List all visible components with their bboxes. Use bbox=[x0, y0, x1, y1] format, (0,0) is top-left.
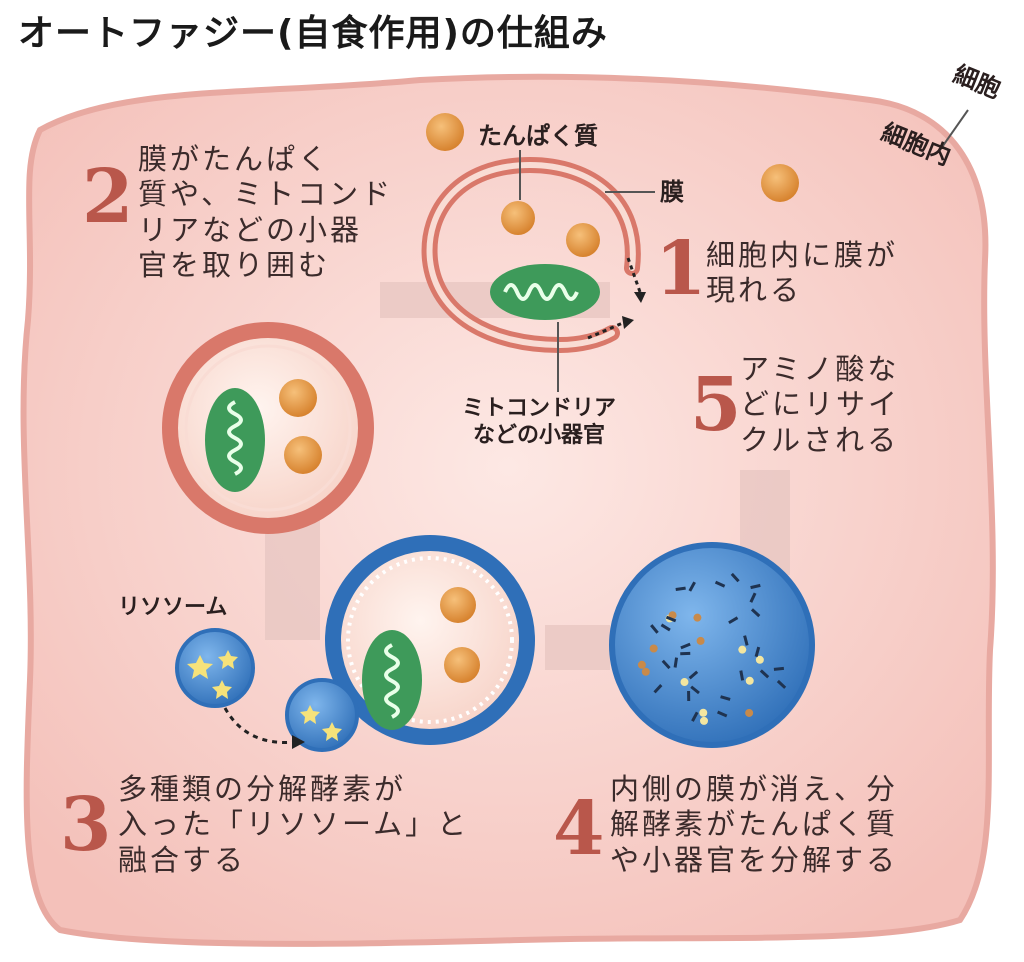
fragment bbox=[673, 657, 679, 668]
lysosome-free bbox=[175, 628, 255, 708]
fragment bbox=[728, 616, 739, 625]
fragment bbox=[743, 635, 749, 646]
flow-arrow-4-5 bbox=[740, 470, 790, 575]
fragment bbox=[653, 684, 663, 694]
fragment bbox=[776, 679, 787, 689]
step-2-number: 2 bbox=[82, 154, 134, 240]
fragment bbox=[691, 711, 699, 722]
fragment bbox=[649, 644, 658, 653]
protein-1a bbox=[501, 201, 535, 235]
label-organelle: ミトコンドリア などの小器官 bbox=[462, 396, 617, 448]
label-protein: たんぱく質 bbox=[478, 122, 598, 150]
fragment bbox=[759, 669, 770, 679]
protein-3b bbox=[444, 647, 480, 683]
fragment bbox=[745, 708, 754, 717]
degradation-vesicle bbox=[609, 542, 815, 748]
protein-free-2 bbox=[761, 164, 799, 202]
fragment bbox=[650, 624, 659, 634]
cell-pointer-line bbox=[939, 109, 969, 151]
fragment bbox=[665, 615, 677, 623]
growth-arrow-bottom bbox=[587, 320, 626, 340]
protein-2a bbox=[279, 379, 317, 417]
fragment bbox=[637, 660, 646, 669]
fragment bbox=[717, 710, 728, 718]
fragment bbox=[641, 667, 650, 676]
protein-free-1 bbox=[426, 113, 464, 151]
step-5-text: アミノ酸な どにリサイ クルされる bbox=[740, 352, 901, 457]
step-1-number: 1 bbox=[655, 226, 707, 312]
step-3-text: 多種類の分解酵素が 入った「リソソーム」と 融合する bbox=[118, 772, 470, 877]
step-2-text: 膜がたんぱく 質や、ミトコンド リアなどの小器 官を取り囲む bbox=[138, 142, 394, 283]
fragment bbox=[690, 685, 700, 695]
fragment bbox=[660, 623, 671, 632]
fragment bbox=[680, 678, 689, 687]
fragment bbox=[720, 695, 731, 701]
fragment bbox=[755, 655, 764, 664]
fragment bbox=[738, 645, 747, 654]
lysosome-fusing bbox=[285, 678, 359, 752]
fragment bbox=[700, 716, 709, 725]
fragment bbox=[661, 659, 671, 670]
fragment bbox=[693, 613, 702, 622]
fragment bbox=[675, 586, 686, 591]
protein-2b bbox=[284, 436, 322, 474]
fragment bbox=[745, 676, 754, 685]
protein-1b bbox=[566, 223, 600, 257]
label-lysosome: リソソーム bbox=[118, 595, 228, 620]
fragment bbox=[680, 642, 691, 650]
step-4-number: 4 bbox=[553, 786, 605, 872]
flow-arrow-2-3 bbox=[265, 520, 320, 640]
fragment bbox=[714, 580, 726, 588]
mitochondria-1 bbox=[490, 264, 600, 320]
fragment bbox=[754, 646, 761, 658]
protein-3a bbox=[440, 587, 476, 623]
fragment bbox=[739, 670, 745, 681]
lysosome-arrow bbox=[223, 707, 296, 745]
fragment bbox=[749, 592, 757, 603]
step-3-number: 3 bbox=[60, 782, 112, 868]
step-4-text: 内側の膜が消え、分 解酵素がたんぱく質 や小器官を分解する bbox=[610, 772, 899, 877]
fusion-vesicle bbox=[325, 535, 535, 745]
step-5-number: 5 bbox=[690, 362, 742, 448]
fragment bbox=[688, 581, 696, 592]
growth-arrow-top bbox=[626, 257, 642, 293]
fragment bbox=[773, 666, 785, 671]
fragment bbox=[688, 670, 699, 680]
fragment bbox=[750, 608, 761, 618]
fragment bbox=[730, 572, 740, 583]
step-1-text: 細胞内に膜が 現れる bbox=[706, 238, 899, 308]
fragment bbox=[750, 583, 761, 590]
fragment bbox=[696, 636, 705, 645]
fragment bbox=[699, 708, 708, 717]
page-title: オートファジー(自食作用)の仕組み bbox=[18, 13, 608, 54]
flow-arrow-3-4 bbox=[545, 625, 610, 670]
autophagosome bbox=[162, 322, 374, 534]
degraded-fragments bbox=[637, 572, 787, 725]
enzyme-stars bbox=[187, 650, 342, 741]
label-membrane: 膜 bbox=[660, 178, 684, 206]
